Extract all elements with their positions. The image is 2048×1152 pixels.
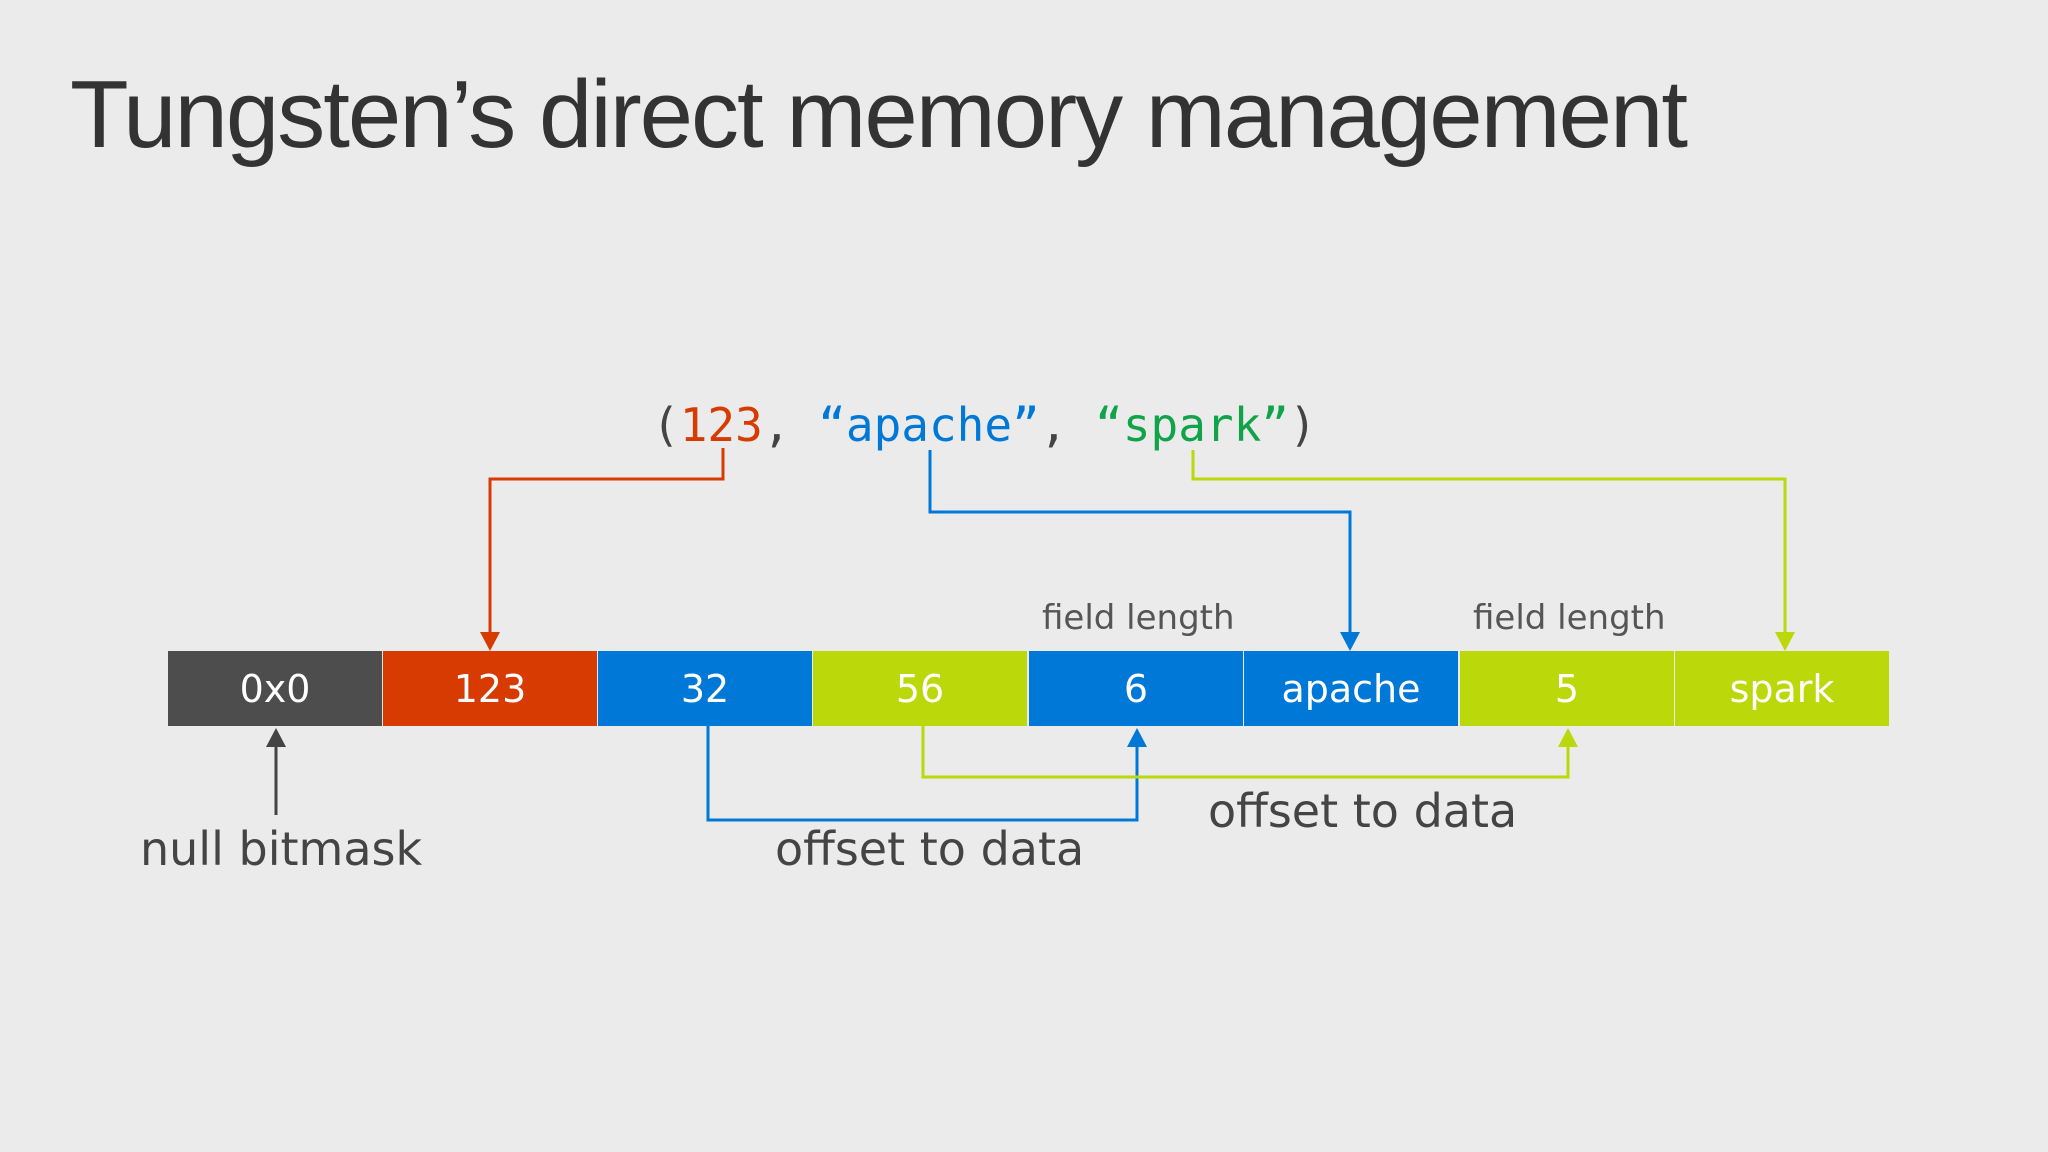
offset-to-data-label-2: offset to data — [1208, 784, 1518, 838]
field-length-label-2: field length — [1473, 598, 1666, 638]
cell-length-spark: 5 — [1460, 651, 1674, 726]
cell-length-apache: 6 — [1029, 651, 1243, 726]
field-length-label-1: field length — [1042, 598, 1235, 638]
arrow-null-bitmask — [266, 728, 286, 815]
cell-data-spark: spark — [1675, 651, 1889, 726]
tuple-close-paren: ) — [1289, 398, 1317, 452]
cell-offset-apache: 32 — [598, 651, 812, 726]
tuple-open-paren: ( — [652, 398, 680, 452]
arrow-spark-to-cell — [1191, 450, 1795, 651]
tuple-expression: (123, “apache”, “spark”) — [652, 398, 1317, 452]
arrow-apache-to-cell — [928, 450, 1360, 651]
arrow-offset-56 — [921, 726, 1578, 779]
arrow-int-to-cell — [480, 448, 725, 651]
cell-null-bitmask: 0x0 — [168, 651, 382, 726]
offset-to-data-label-1: offset to data — [775, 822, 1085, 876]
null-bitmask-label: null bitmask — [140, 822, 423, 876]
cell-int-value: 123 — [383, 651, 597, 726]
tuple-separator-2: , — [1039, 398, 1096, 452]
tuple-separator-1: , — [762, 398, 819, 452]
tuple-string-apache: “apache” — [818, 398, 1040, 452]
cell-data-apache: apache — [1244, 651, 1458, 726]
tuple-string-spark: “spark” — [1095, 398, 1290, 452]
cell-offset-spark: 56 — [813, 651, 1027, 726]
arrow-offset-32 — [706, 726, 1147, 822]
slide-title: Tungsten’s direct memory management — [70, 61, 1688, 168]
tuple-int-value: 123 — [679, 398, 763, 452]
